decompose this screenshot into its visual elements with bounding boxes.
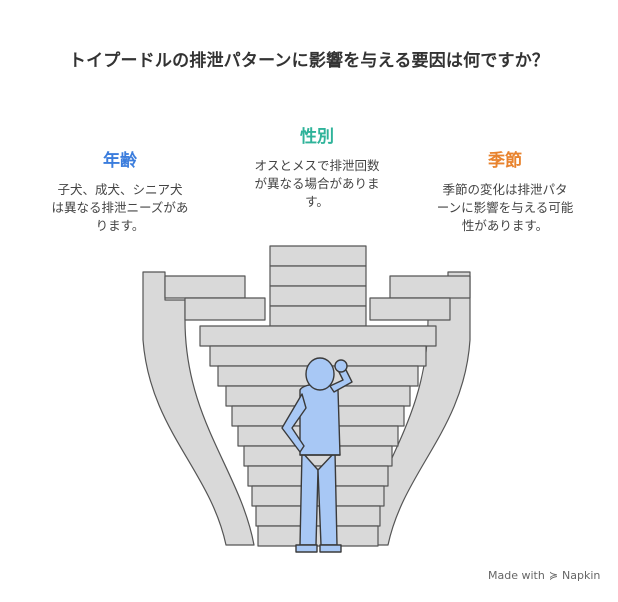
right-step-2	[369, 297, 451, 321]
page-title: トイプードルの排泄パターンに影響を与える要因は何ですか？	[68, 51, 550, 71]
stair-step	[257, 525, 379, 547]
center-tower-step	[269, 285, 367, 307]
factor-age-desc-line: ります。	[95, 218, 145, 233]
center-tower-step	[269, 245, 367, 267]
factor-gender-desc-line: オスとメスで排泄回数	[254, 158, 380, 173]
stair-step	[255, 505, 381, 527]
factor-age-description: 子犬、成犬、シニア犬 は異なる排泄ニーズがあ ります。	[40, 181, 200, 235]
factor-season-desc-line: 性があります。	[461, 218, 549, 233]
factor-season-desc-line: ーンに影響を与える可能	[436, 200, 574, 215]
brand-watermark: Made with ≽ Napkin	[488, 569, 600, 582]
right-step-top	[389, 275, 471, 299]
factor-gender-title: 性別	[300, 127, 334, 147]
brand-name: Napkin	[562, 569, 601, 582]
left-step-top	[164, 275, 246, 299]
factor-age: 年齢 子犬、成犬、シニア犬 は異なる排泄ニーズがあ ります。	[40, 146, 200, 235]
thinking-person-icon	[281, 357, 353, 553]
factor-gender-desc-line: す。	[305, 194, 329, 209]
brand-text: Made with	[488, 569, 545, 582]
factor-gender-description: オスとメスで排泄回数 が異なる場合がありま す。	[232, 157, 402, 211]
factor-season: 季節 季節の変化は排泄パタ ーンに影響を与える可能 性があります。	[420, 146, 590, 235]
factor-season-description: 季節の変化は排泄パタ ーンに影響を与える可能 性があります。	[420, 181, 590, 235]
stair-step	[199, 325, 437, 347]
center-tower-step	[269, 305, 367, 327]
left-step-2	[184, 297, 266, 321]
factor-gender-desc-line: が異なる場合がありま	[254, 176, 380, 191]
factor-age-desc-line: 子犬、成犬、シニア犬	[57, 182, 183, 197]
factor-age-desc-line: は異なる排泄ニーズがあ	[51, 200, 189, 215]
center-tower-step	[269, 265, 367, 287]
factor-age-title: 年齢	[103, 151, 137, 171]
left-wall	[142, 271, 255, 546]
factor-season-desc-line: 季節の変化は排泄パタ	[442, 182, 568, 197]
factor-gender: 性別 オスとメスで排泄回数 が異なる場合がありま す。	[232, 122, 402, 211]
napkin-logo-icon: ≽	[548, 569, 559, 582]
factor-season-title: 季節	[488, 151, 522, 171]
